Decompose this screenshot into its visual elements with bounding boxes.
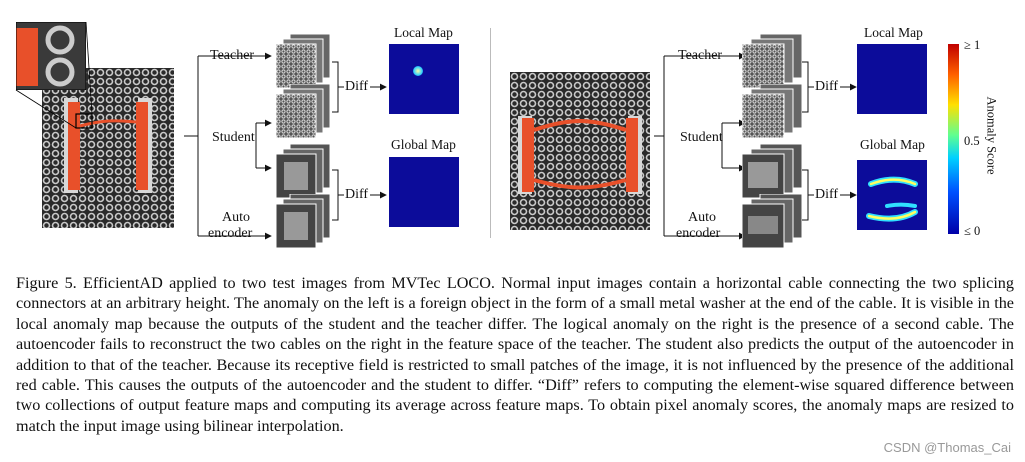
left-diff-top: Diff [345, 79, 369, 94]
right-diff-bottom: Diff [815, 187, 839, 202]
right-local-map-title: Local Map [864, 25, 923, 40]
colorbar-tick-high: ≥ 1 [964, 38, 981, 52]
panel-divider [490, 28, 491, 238]
right-input-image [510, 72, 650, 230]
right-connectors [654, 52, 746, 240]
colorbar-tick-mid: 0.5 [964, 134, 980, 148]
left-local-map-title: Local Map [394, 25, 453, 40]
right-global-map-title: Global Map [860, 137, 925, 152]
right-teacher-features [742, 34, 803, 89]
right-student-label: Student [680, 130, 723, 145]
left-local-map [389, 44, 459, 114]
left-global-map-title: Global Map [391, 137, 456, 152]
right-local-map [857, 44, 927, 114]
right-diff-top: Diff [815, 79, 839, 94]
colorbar [948, 44, 959, 234]
left-global-map [389, 157, 459, 227]
right-student-features-1 [742, 84, 803, 139]
right-auto-label-2: encoder [676, 226, 721, 241]
colorbar-tick-low: ≤ 0 [964, 224, 981, 238]
left-teacher-features [276, 34, 331, 89]
watermark: CSDN @Thomas_Cai [883, 440, 1011, 455]
left-student-features-1 [276, 84, 331, 139]
left-zoom-inset [16, 22, 86, 90]
left-auto-label-2: encoder [208, 226, 253, 241]
left-student-features-2 [276, 144, 331, 199]
right-teacher-label: Teacher [678, 48, 723, 63]
left-input-image [42, 68, 174, 228]
left-autoencoder-features [276, 194, 331, 249]
left-connectors [184, 52, 272, 240]
right-autoencoder-features [742, 194, 803, 249]
right-diff-connectors [802, 61, 857, 221]
figure-5: Teacher Student Auto encoder Diff Diff L… [15, 21, 999, 249]
left-student-label: Student [212, 130, 255, 145]
left-auto-label-1: Auto [222, 210, 250, 225]
left-diff-connectors [332, 61, 387, 221]
right-global-map [857, 160, 927, 230]
left-diff-bottom: Diff [345, 187, 369, 202]
figure-caption: Figure 5. EfficientAD applied to two tes… [16, 273, 1014, 436]
left-zoom-lines [15, 21, 93, 129]
colorbar-label: Anomaly Score [984, 96, 999, 175]
caption-text: Figure 5. EfficientAD applied to two tes… [16, 274, 1014, 435]
right-student-features-2 [742, 144, 803, 199]
left-teacher-label: Teacher [210, 48, 255, 63]
right-auto-label-1: Auto [688, 210, 716, 225]
